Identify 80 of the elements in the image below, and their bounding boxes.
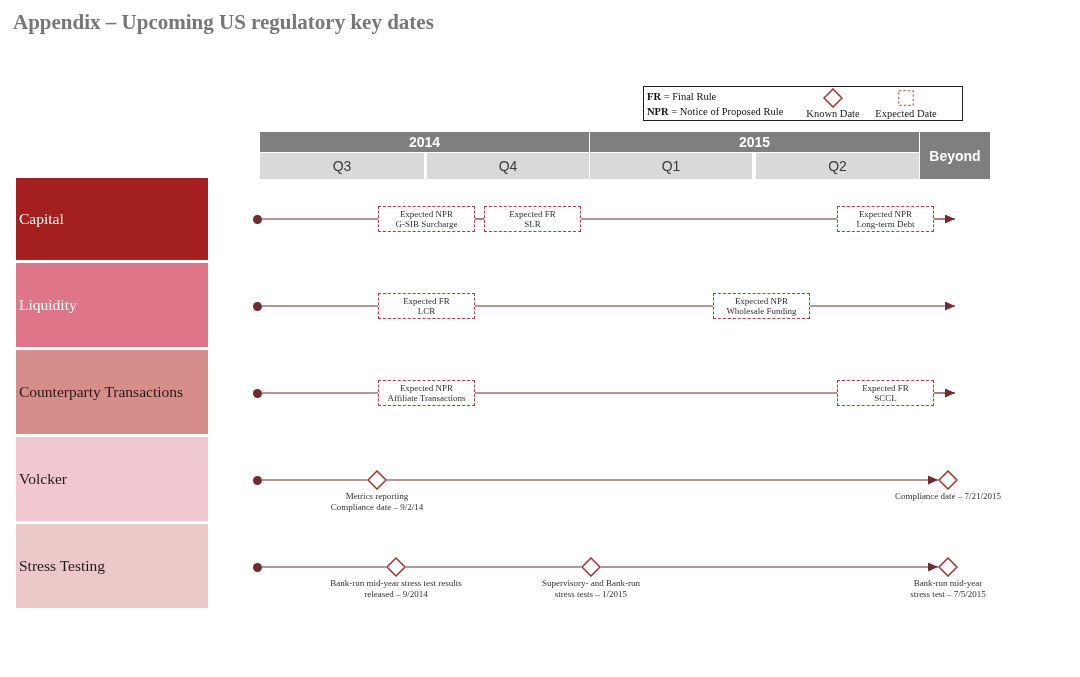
rule-status: Expected NPR xyxy=(399,208,454,219)
category-band xyxy=(16,437,208,521)
category-label: Capital xyxy=(19,210,64,228)
expected-date-box xyxy=(484,206,581,232)
legend-label: Expected Date xyxy=(875,108,937,120)
known-date-diamond xyxy=(938,470,958,490)
timeline-line xyxy=(261,218,379,220)
start-dot xyxy=(253,388,262,398)
start-dot xyxy=(253,562,262,572)
category-band xyxy=(16,178,208,260)
category-label: Volcker xyxy=(19,470,67,488)
rule-status: Expected NPR xyxy=(399,382,454,393)
year-header xyxy=(590,132,919,152)
start-dot xyxy=(253,301,262,311)
timeline-arrow xyxy=(600,562,939,572)
known-date-diamond xyxy=(938,557,958,577)
timeline-line xyxy=(261,566,387,568)
rule-status: Expected FR xyxy=(509,208,556,219)
expected-date-box xyxy=(378,206,475,232)
quarter-label: Q4 xyxy=(498,158,518,174)
timeline-arrow xyxy=(933,214,956,224)
milestone-caption: Bank-run mid-year stress test – 7/5/2015 xyxy=(909,578,987,599)
category-label: Liquidity xyxy=(19,296,77,314)
rule-name: Wholesale Funding xyxy=(726,306,797,317)
milestone-caption: Supervisory- and Bank-run stress tests – 1/2015 xyxy=(541,578,641,599)
timeline-line xyxy=(405,566,582,568)
rule-name: Affiliate Transactions xyxy=(387,393,466,404)
rule-name: SCCL xyxy=(874,393,897,404)
expected-date-box xyxy=(713,293,810,319)
quarter-header xyxy=(260,153,424,179)
rule-status: Expected NPR xyxy=(734,295,789,306)
known-date-diamond xyxy=(581,557,601,577)
year-header xyxy=(260,132,589,152)
expected-date-box xyxy=(837,380,934,406)
expected-date-box xyxy=(378,293,475,319)
category-band xyxy=(16,524,208,608)
rule-status: Expected NPR xyxy=(858,208,913,219)
quarter-header xyxy=(590,153,752,179)
category-label: Counterparty Transactions xyxy=(19,383,184,401)
category-band xyxy=(16,350,208,434)
timeline-line xyxy=(474,392,838,394)
expected-date-box xyxy=(837,206,934,232)
timeline-arrow xyxy=(933,388,956,398)
timeline-arrow xyxy=(809,301,956,311)
quarter-label: Q1 xyxy=(661,158,681,174)
page-title: Appendix – Upcoming US regulatory key dates xyxy=(13,9,434,35)
rule-status: Expected FR xyxy=(403,295,450,306)
period-header xyxy=(920,132,990,179)
timeline-line xyxy=(474,218,485,220)
quarter-label: Q3 xyxy=(332,158,352,174)
start-dot xyxy=(253,475,262,485)
abbreviation-note: FR = Final Rule xyxy=(647,91,717,103)
timeline-line xyxy=(474,305,714,307)
legend-label: Known Date xyxy=(806,108,860,120)
abbreviation-note: NPR = Notice of Proposed Rule xyxy=(647,106,784,118)
milestone-caption: Bank-run mid-year stress test results released – 9/2014 xyxy=(329,578,463,599)
category-band xyxy=(16,263,208,347)
quarter-header xyxy=(756,153,919,179)
timeline-line xyxy=(261,479,368,481)
known-date-diamond xyxy=(386,557,406,577)
milestone-caption: Compliance date – 7/21/2015 xyxy=(893,491,1003,502)
timeline-line xyxy=(261,392,379,394)
rule-name: LCR xyxy=(417,306,436,317)
milestone-caption: Metrics reporting Compliance date – 9/2/14 xyxy=(329,491,425,512)
known-date-diamond xyxy=(367,470,387,490)
timeline-line xyxy=(261,305,379,307)
rule-name: Long-term Debt xyxy=(856,219,915,230)
period-label: Beyond xyxy=(929,147,981,164)
timeline-arrow xyxy=(386,475,939,485)
timeline-line xyxy=(580,218,838,220)
quarter-header xyxy=(427,153,589,179)
category-label: Stress Testing xyxy=(19,557,106,575)
expected-date-box xyxy=(378,380,475,406)
year-label: 2015 xyxy=(738,134,771,150)
quarter-label: Q2 xyxy=(828,158,847,174)
rule-name: SLR xyxy=(524,219,541,230)
rule-name: G-SIB Surcharge xyxy=(395,219,458,230)
start-dot xyxy=(253,214,262,224)
year-label: 2014 xyxy=(408,134,441,150)
rule-status: Expected FR xyxy=(862,382,909,393)
